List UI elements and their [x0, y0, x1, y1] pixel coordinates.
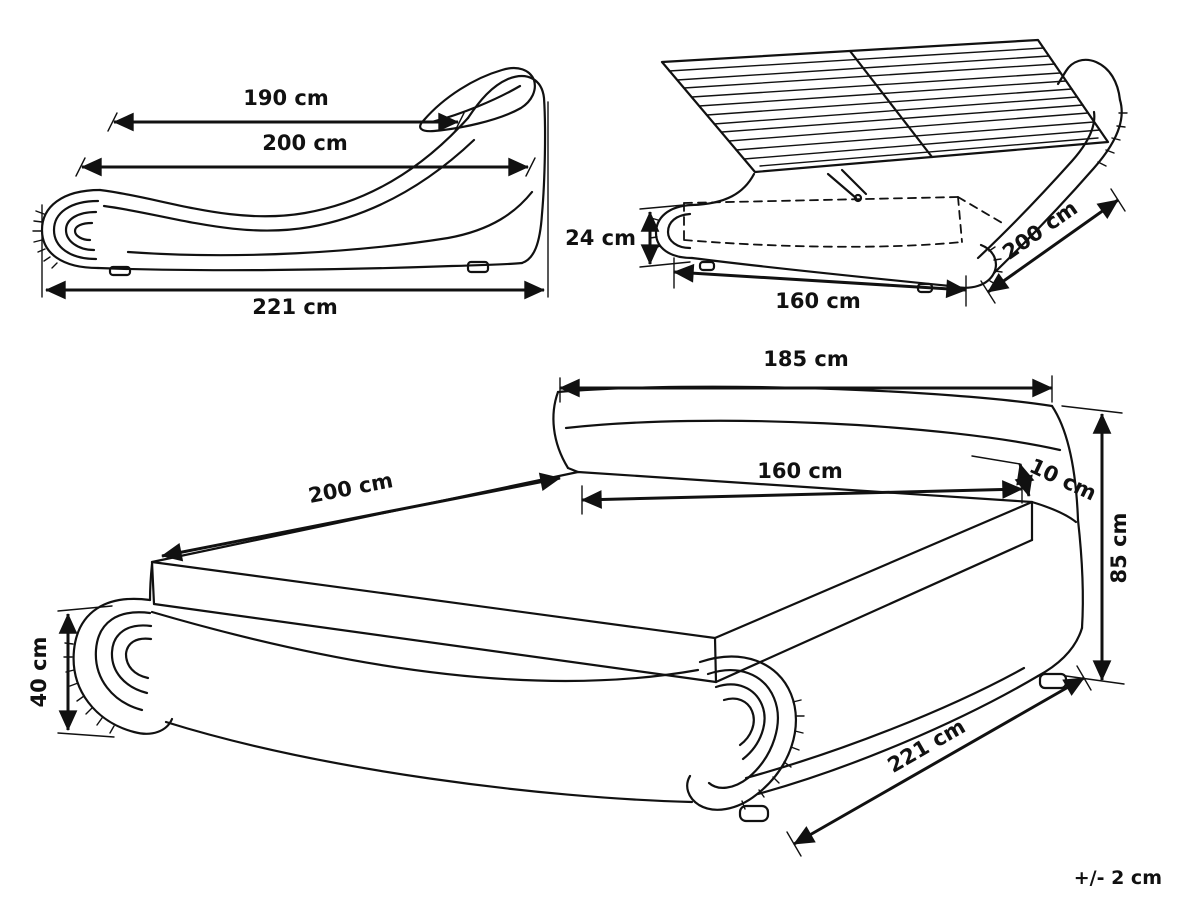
perspective-frame-front — [150, 610, 700, 804]
dim-side-190-label: 190 cm — [243, 86, 328, 110]
storage-hidden-box — [683, 196, 1005, 248]
perspective-mattress — [150, 470, 1034, 684]
dim-persp-221-line — [793, 676, 1085, 846]
dim-persp-185-label: 185 cm — [763, 347, 848, 371]
dim-persp-85-label: 85 cm — [1107, 513, 1131, 584]
side-view-drawing — [32, 66, 547, 277]
storage-view-drawing — [648, 38, 1128, 294]
perspective-dimensions: 185 cm 160 cm 200 cm 10 cm 85 cm 40 cm 2… — [27, 347, 1131, 846]
dim-side-200-label: 200 cm — [262, 131, 347, 155]
dim-persp-200-line — [161, 472, 561, 562]
storage-slat-frame — [660, 38, 1110, 203]
dim-persp-10-label: 10 cm — [1026, 454, 1100, 506]
dim-storage-24-label: 24 cm — [565, 226, 636, 250]
side-view-extension-lines — [41, 101, 549, 298]
dim-persp-160-line — [581, 480, 1023, 509]
side-foot-scroll — [32, 188, 102, 270]
dim-side-221-label: 221 cm — [252, 295, 337, 319]
perspective-extension-lines — [57, 375, 1125, 857]
tolerance-note: +/- 2 cm — [1074, 867, 1162, 889]
dim-persp-200-label: 200 cm — [306, 468, 394, 508]
dim-persp-40-label: 40 cm — [27, 637, 51, 708]
dim-storage-200-line — [987, 198, 1119, 294]
side-body — [96, 116, 534, 277]
storage-view-dimensions: 24 cm 160 cm 200 cm — [565, 196, 1119, 313]
dim-persp-10-line — [1014, 463, 1035, 497]
dim-storage-160-line — [673, 263, 967, 299]
perspective-foot-scroll-left — [63, 562, 174, 735]
dim-storage-160-label: 160 cm — [775, 289, 860, 313]
dim-persp-160-label: 160 cm — [757, 459, 842, 483]
side-view-dimensions: 190 cm 200 cm 221 cm — [45, 86, 545, 319]
